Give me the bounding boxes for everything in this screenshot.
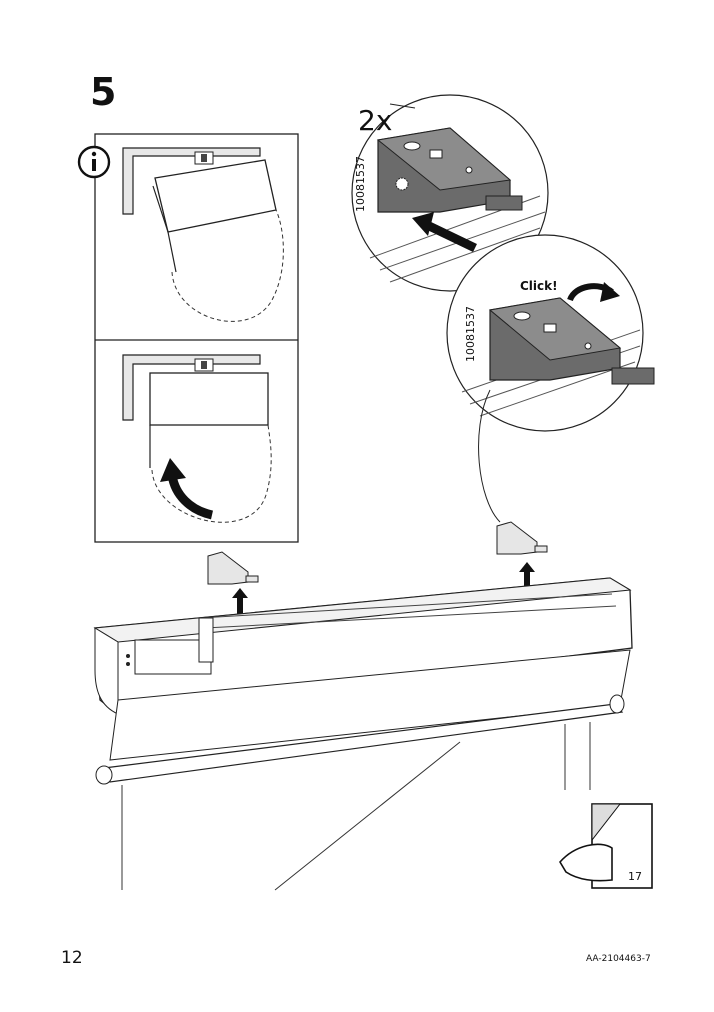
info-icon bbox=[77, 145, 111, 179]
part-number-top: 10081537 bbox=[354, 156, 367, 212]
detail-circle-slide: 2x 10081537 bbox=[351, 94, 549, 292]
page-number: 12 bbox=[61, 948, 83, 968]
page-turn-hand-icon: 17 bbox=[559, 803, 653, 889]
info-panel bbox=[77, 133, 299, 543]
quantity-label: 2x bbox=[358, 104, 392, 137]
cassette-hook-on-diagram bbox=[122, 147, 284, 322]
part-number-bottom: 10081537 bbox=[464, 306, 477, 362]
doc-code: AA-2104463-7 bbox=[586, 954, 651, 964]
bracket-right bbox=[496, 521, 548, 592]
bracket-left bbox=[207, 551, 259, 620]
click-label: Click! bbox=[520, 279, 558, 293]
page-ref-number: 17 bbox=[628, 870, 642, 883]
detail-circle-click: Click! 10081537 bbox=[446, 234, 655, 523]
roller-blind bbox=[93, 577, 633, 891]
cassette-rotate-diagram bbox=[122, 354, 272, 523]
step-number: 5 bbox=[90, 70, 117, 114]
